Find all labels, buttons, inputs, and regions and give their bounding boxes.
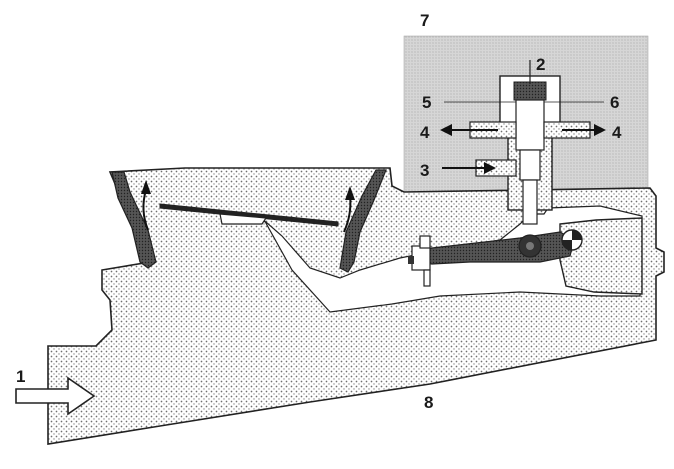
baffle-plate — [159, 203, 339, 227]
arrow-port-left — [440, 124, 498, 136]
arrow-flow-left — [141, 180, 151, 231]
funnel-left-wall — [111, 171, 157, 269]
arrow-side-port — [442, 162, 496, 174]
label-chamber: 7 — [420, 11, 429, 30]
label-port-right: 4 — [612, 123, 622, 142]
valve-stem — [519, 149, 541, 181]
label-plunger: 2 — [536, 55, 545, 74]
label-port-left: 4 — [420, 123, 430, 142]
baffle-bracket — [219, 213, 268, 225]
pivot-bolt — [408, 235, 431, 287]
label-sleeve-left: 5 — [422, 93, 431, 112]
piston-bore — [515, 99, 545, 151]
arrow-flow-right — [343, 186, 355, 233]
label-housing: 8 — [424, 393, 433, 412]
funnel-right-wall — [339, 169, 387, 273]
label-sleeve-right: 6 — [610, 93, 619, 112]
label-side-port: 3 — [420, 161, 429, 180]
plunger-head — [513, 81, 547, 101]
arrow-port-right — [562, 124, 606, 136]
needle — [522, 179, 538, 225]
lever-pivot-center — [526, 242, 534, 250]
float-pin — [561, 229, 583, 251]
inlet-arrow — [15, 376, 96, 416]
label-inlet: 1 — [16, 367, 25, 386]
